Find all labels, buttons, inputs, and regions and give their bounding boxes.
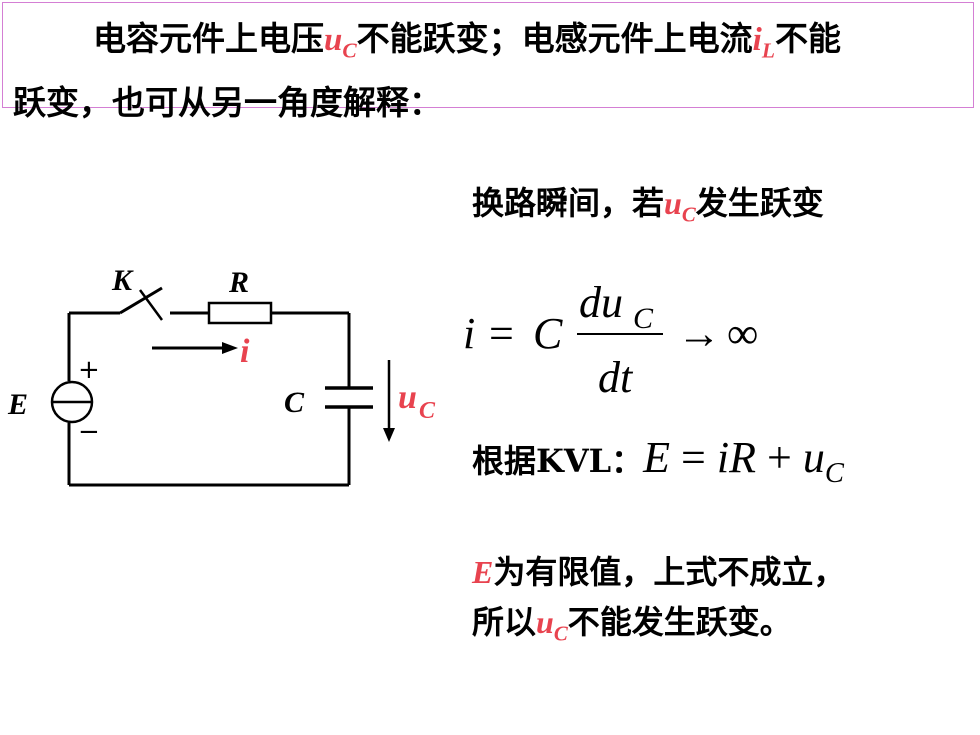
formula-infinity: ∞ <box>727 309 758 358</box>
voltage-label-sub: C <box>419 398 436 424</box>
source-label: E <box>7 388 28 421</box>
formula-dt: dt <box>598 353 634 402</box>
resistor-label: R <box>228 266 249 299</box>
formula-du: du <box>579 278 623 327</box>
conclusion: E为有限值，上式不成立， 所以uC不能发生跃变。 <box>472 547 845 659</box>
capacitor-label: C <box>284 386 305 419</box>
voltage-label: u <box>398 379 417 416</box>
formula-eq: = <box>489 309 514 358</box>
header-il: iL <box>752 22 775 63</box>
formula-i: i <box>463 309 475 358</box>
conclusion-line-2: 所以uC不能发生跃变。 <box>472 603 792 646</box>
voltage-arrow-head <box>383 428 395 442</box>
formula-C: C <box>533 309 563 358</box>
conclusion-line-1: E为有限值，上式不成立， <box>472 553 846 591</box>
kvl-equation: E = iR + uC <box>643 433 844 489</box>
formula-arrow: → <box>677 309 721 358</box>
kvl-line: 根据KVL：E = iR + uC <box>472 433 844 499</box>
header-part2: 不能跃变；电感元件上电流 <box>356 19 753 58</box>
header-box: 电容元件上电压uC不能跃变；电感元件上电流iL不能 跃变，也可从另一角度解释： <box>2 2 974 122</box>
formula-du-sub: C <box>633 302 654 335</box>
source-minus: − <box>78 417 100 447</box>
current-arrow-head <box>222 342 238 354</box>
header-part1: 电容元件上电压 <box>93 19 324 58</box>
kvl-label: 根据KVL： <box>472 442 644 480</box>
switch-cross <box>138 289 164 321</box>
switch-label: K <box>111 264 134 297</box>
switching-uc: uC <box>664 185 696 227</box>
current-label: i <box>240 333 250 370</box>
source-plus: + <box>78 355 100 385</box>
switching-text: 换路瞬间，若uC发生跃变 <box>472 184 824 227</box>
header-line-1: 电容元件上电压uC不能跃变；电感元件上电流iL不能 <box>13 13 963 77</box>
current-formula: i = C du C dt → ∞ <box>463 278 758 402</box>
header-part3: 不能 <box>774 19 841 58</box>
header-line-2: 跃变，也可从另一角度解释： <box>13 82 442 122</box>
rc-circuit-diagram: K R i E C u C + − <box>7 264 436 487</box>
switch-blade <box>119 286 163 315</box>
resistor <box>207 301 273 325</box>
header-uc: uC <box>324 22 357 63</box>
